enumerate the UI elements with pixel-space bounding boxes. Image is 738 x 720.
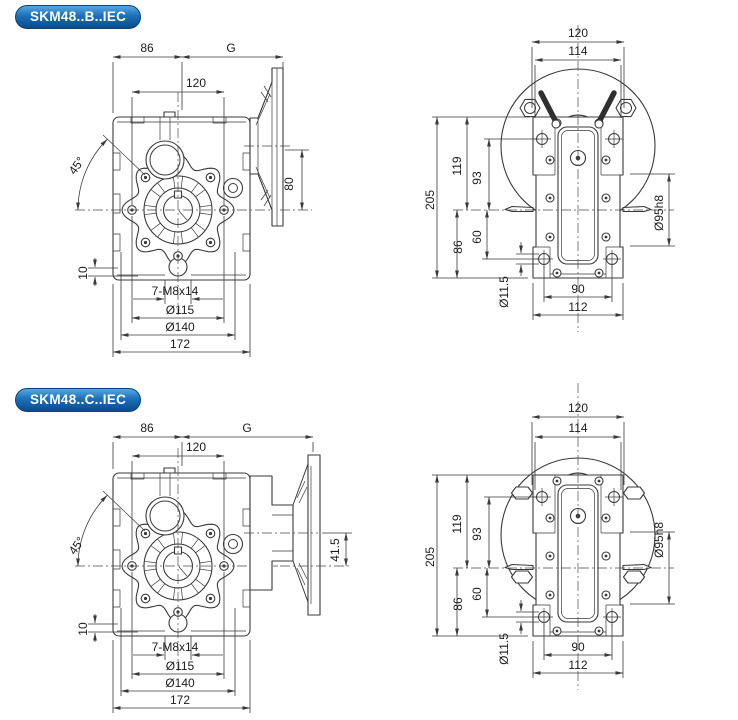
dim-label-86-c: 86 [140, 421, 154, 435]
dim-label-g: G [226, 41, 235, 55]
dim-label-90: 90 [571, 282, 585, 296]
dim-label-120-front-c: 120 [568, 401, 588, 415]
dim-label-60-c: 60 [470, 587, 484, 601]
dim-label-11-5: Ø11.5 [497, 276, 511, 308]
b-front-dimensions: 120 114 119 93 205 60 86 Ø11.5 90 112 Ø9… [423, 26, 666, 314]
model-badge-b: SKM48..B..IEC [15, 5, 142, 29]
dim-label-95h8: Ø95h8 [652, 195, 666, 231]
dim-label-45deg-c: 45° [66, 534, 88, 557]
dim-label-114: 114 [568, 44, 587, 58]
dim-label-114-c: 114 [568, 421, 587, 435]
b-side-dimensions: 86 G 120 45° 80 10 7-M8x14 Ø115 Ø140 172 [66, 41, 312, 351]
b5-bell-flange [244, 67, 292, 227]
dim-label-112-c: 112 [568, 658, 587, 672]
dim-label-90-c: 90 [571, 640, 585, 654]
dim-label-205-c: 205 [423, 547, 437, 567]
dim-label-140: Ø140 [165, 320, 195, 334]
model-badge-c: SKM48..C..IEC [15, 388, 142, 412]
dim-label-140-c: Ø140 [165, 676, 195, 690]
clamp-levers [538, 90, 617, 129]
c-side-dimensions: 86 G 120 45° 41.5 10 7-M8x14 Ø115 Ø140 1… [66, 421, 352, 707]
dim-label-g-c: G [242, 421, 251, 435]
dim-label-112: 112 [568, 300, 587, 314]
dim-label-60: 60 [470, 230, 484, 244]
dim-label-86-front: 86 [451, 240, 465, 254]
b14-block-flange [244, 454, 321, 616]
dim-label-115: Ø115 [166, 303, 195, 317]
dim-label-119-c: 119 [450, 514, 464, 533]
dim-label-115-c: Ø115 [166, 659, 195, 673]
dim-label-120: 120 [186, 76, 206, 90]
dim-label-11-5-c: Ø11.5 [497, 633, 511, 665]
skm48c-front-view: 120 114 119 93 205 60 86 Ø11.5 90 112 Ø9… [423, 383, 675, 690]
dim-label-172-c: 172 [170, 693, 190, 707]
dim-label-95h8-c: Ø95h8 [652, 522, 666, 558]
dim-label-120-c: 120 [186, 440, 206, 454]
dim-label-172: 172 [170, 337, 190, 351]
skm48c-side-view: 86 G 120 45° 41.5 10 7-M8x14 Ø115 Ø140 1… [66, 421, 352, 713]
dim-label-10: 10 [76, 266, 90, 280]
dim-label-tap-c: 7-M8x14 [152, 640, 199, 654]
dim-label-86-front-c: 86 [451, 597, 465, 611]
skm48b-front-view: 120 114 119 93 205 60 86 Ø11.5 90 112 Ø9… [423, 25, 675, 332]
dim-label-120-front: 120 [568, 26, 588, 40]
dim-label-93: 93 [470, 171, 484, 185]
dim-label-10-c: 10 [76, 622, 90, 636]
dim-label-205: 205 [423, 190, 437, 210]
dim-label-41-5: 41.5 [328, 538, 342, 562]
dim-label-86: 86 [140, 41, 154, 55]
dim-label-80: 80 [282, 177, 296, 191]
dim-label-93-c: 93 [470, 527, 484, 541]
dim-label-tap: 7-M8x14 [152, 284, 199, 298]
c-front-dimensions: 120 114 119 93 205 60 86 Ø11.5 90 112 Ø9… [423, 401, 666, 672]
dim-label-119: 119 [450, 156, 464, 175]
skm48b-side-view: 86 G 120 45° 80 10 7-M8x14 Ø115 Ø140 172 [66, 41, 312, 357]
flange-hex-nuts-c [510, 486, 646, 584]
